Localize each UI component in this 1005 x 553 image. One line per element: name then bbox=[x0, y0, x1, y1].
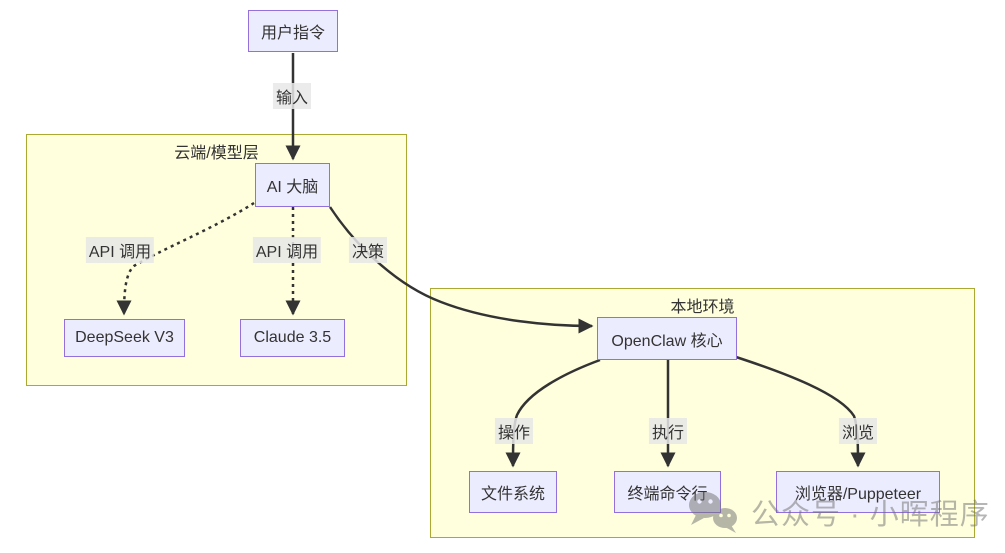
watermark: 公众号 · 小晖程序 bbox=[686, 490, 990, 534]
cluster-cloud-title: 云端/模型层 bbox=[174, 145, 259, 162]
node-claude-3-5: Claude 3.5 bbox=[240, 319, 345, 357]
node-ai-brain: AI 大脑 bbox=[255, 163, 330, 207]
cluster-local-title: 本地环境 bbox=[670, 299, 735, 316]
edge-label-operate: 操作 bbox=[494, 418, 534, 444]
wechat-icon bbox=[686, 490, 742, 534]
edge-label-execute: 执行 bbox=[648, 418, 688, 444]
edge-label-input: 输入 bbox=[272, 83, 312, 109]
edge-browse bbox=[735, 355, 866, 468]
node-browser-puppeteer: 浏览器/Puppeteer bbox=[776, 471, 940, 513]
node-user-command: 用户指令 bbox=[248, 10, 338, 52]
edge-decision bbox=[328, 206, 594, 334]
edge-label-api-call-2: API 调用 bbox=[252, 237, 322, 263]
edge-label-decision: 决策 bbox=[348, 237, 388, 263]
edge-operate bbox=[505, 358, 601, 468]
edge-label-api-call-1: API 调用 bbox=[85, 237, 155, 263]
watermark-text: 公众号 · 小晖程序 bbox=[751, 499, 990, 531]
node-openclaw-core: OpenClaw 核心 bbox=[597, 317, 737, 360]
node-deepseek-v3: DeepSeek V3 bbox=[64, 319, 185, 357]
node-file-system: 文件系统 bbox=[469, 471, 557, 513]
edge-label-browse: 浏览 bbox=[838, 418, 878, 444]
